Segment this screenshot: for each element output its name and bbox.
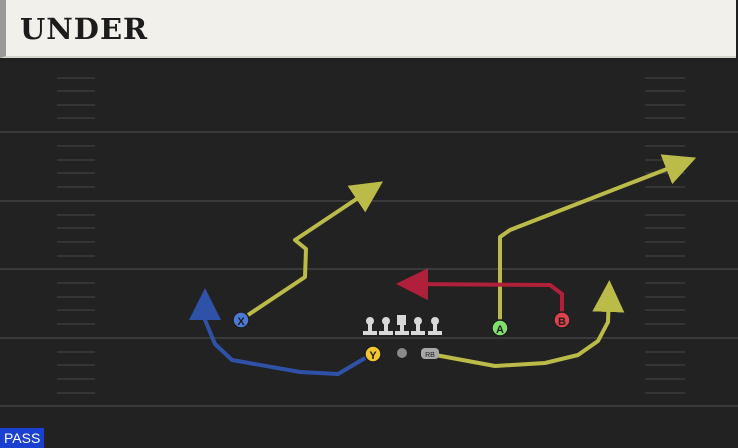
y-label: Y bbox=[369, 350, 377, 362]
player-x: X bbox=[232, 311, 250, 329]
a-label: A bbox=[496, 324, 504, 336]
player-a: A bbox=[491, 319, 509, 337]
player-y: Y bbox=[364, 345, 382, 363]
player-b: B bbox=[553, 311, 571, 329]
lineman-icon bbox=[379, 317, 393, 335]
lineman-icon bbox=[428, 317, 442, 335]
route-b bbox=[396, 268, 564, 318]
quarterback-marker bbox=[397, 348, 407, 358]
b-label: B bbox=[558, 316, 566, 328]
route-a bbox=[498, 154, 697, 329]
center-icon bbox=[395, 315, 409, 335]
player-rb: RB bbox=[421, 348, 439, 359]
hash-marks-right bbox=[645, 77, 685, 394]
x-label: X bbox=[237, 316, 245, 328]
lineman-icon bbox=[363, 317, 377, 335]
hash-marks-left bbox=[57, 77, 95, 394]
play-diagram: RB X Y A B bbox=[0, 77, 738, 407]
route-rb bbox=[428, 280, 625, 368]
play-header: UNDER bbox=[0, 0, 736, 58]
route-x bbox=[243, 181, 383, 319]
offensive-line bbox=[363, 315, 442, 335]
play-field: RB X Y A B bbox=[0, 62, 738, 448]
play-title: UNDER bbox=[20, 12, 149, 46]
rb-label: RB bbox=[425, 352, 435, 359]
route-y bbox=[189, 288, 374, 376]
play-type-badge: PASS bbox=[0, 428, 45, 448]
yard-lines bbox=[0, 131, 738, 407]
lineman-icon bbox=[411, 317, 425, 335]
